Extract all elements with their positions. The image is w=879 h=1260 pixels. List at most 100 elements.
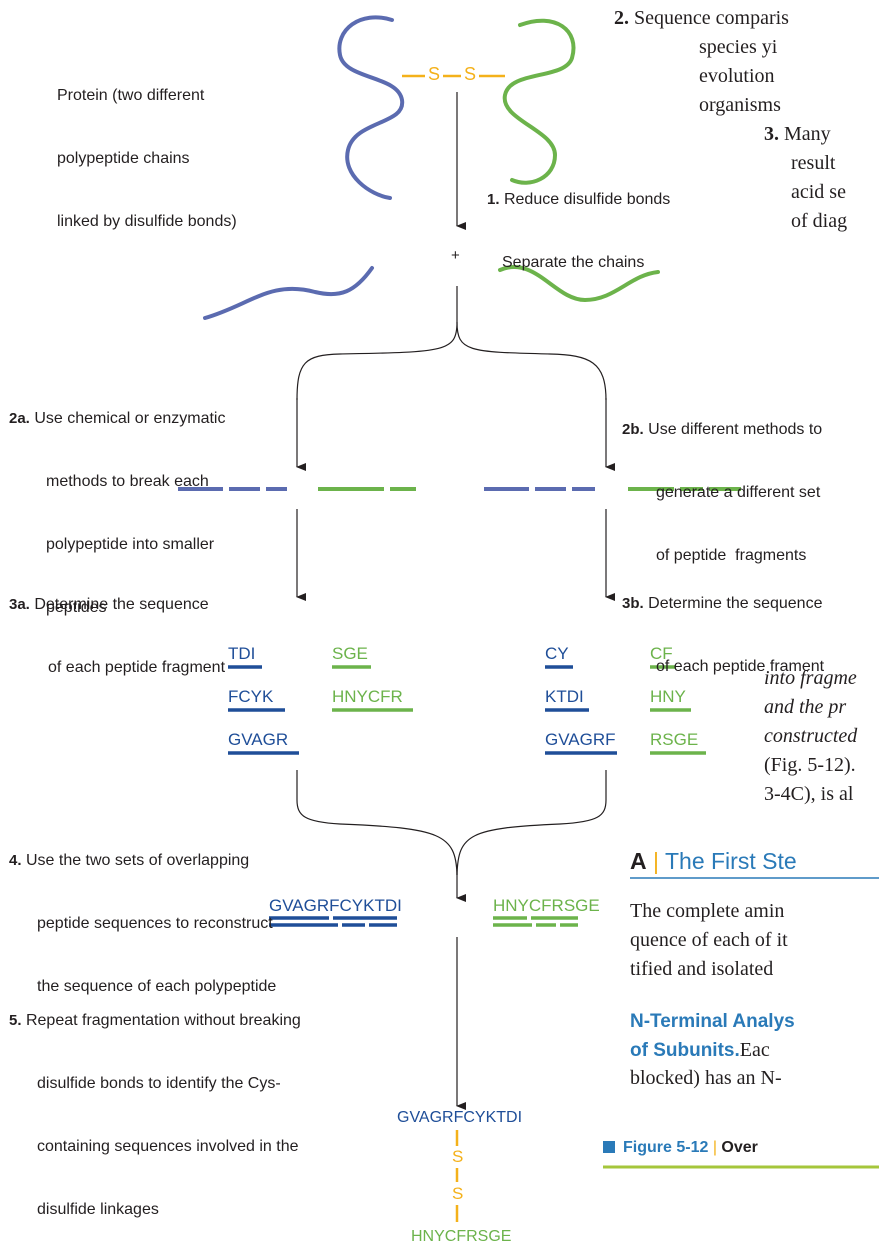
step-text: of each peptide fragment [48,659,226,676]
protein-label-line: polypeptide chains [57,150,190,167]
step-text: Use different methods to [648,421,823,438]
sulfur-label-2: S [464,64,477,84]
figure-caption: Figure 5-12 | Over [623,1137,758,1158]
item-3-line-2: result [791,152,836,174]
fragment-b-green: CF [650,644,673,663]
step-number: 3a. [9,596,30,613]
fragment-a-green: HNYCFR [332,687,403,706]
item-2-line-3: evolution [699,65,775,87]
reconstructed-green: HNYCFRSGE [493,896,600,915]
section-letter: A [630,848,647,874]
step-text: of each peptide frament [656,658,825,675]
item-3-line-3: acid se [791,181,846,203]
step-2a: 2a. Use chemical or enzymatic methods to… [9,366,225,639]
caption-square [603,1141,615,1153]
peptide-underlines-b [545,665,706,755]
figure-label: Figure 5-12 [623,1139,709,1156]
section-bar: | [653,848,659,874]
step-text: peptides [46,599,107,616]
step-text: containing sequences involved in the [37,1138,299,1155]
step-number: 4. [9,852,22,869]
final-sulfur-1: S [452,1147,464,1166]
fragment-b-green: RSGE [650,730,699,749]
step-text: generate a different set [656,484,821,501]
nterm-heading-2: of Subunits.Eac [630,1036,770,1065]
protein-chain-green [502,18,576,185]
peptide-underlines-a [228,665,413,755]
protein-label-line: Protein (two different [57,87,205,104]
fragment-a-green: SGE [332,644,368,663]
sulfur-label-1: S [428,64,441,84]
nterm-heading-1: N-Terminal Analys [630,1011,795,1032]
item-3-number: 3. [764,123,779,145]
body-italic-line: and the pr [764,696,847,718]
reconstructed-underlines [269,916,578,927]
protein-label-line: linked by disulfide bonds) [57,213,237,230]
step-text: of peptide fragments [656,547,807,564]
step-3a: 3a. Determine the sequence of each pepti… [9,552,225,699]
fragment-a-blue: FCYK [228,687,274,706]
step-text: the sequence of each polypeptide [37,978,277,995]
step-text: Repeat fragmentation without breaking [25,1012,301,1029]
figure-title: Over [721,1139,758,1156]
item-2-line-4: organisms [699,94,781,116]
fragment-b-blue: CY [545,644,569,663]
step-text: Use chemical or enzymatic [34,410,226,427]
step-2b: 2b. Use different methods to generate a … [622,377,822,587]
step-4: 4. Use the two sets of overlapping pepti… [9,808,276,1018]
item-2-line-2: species yi [699,36,778,58]
step-number: 3b. [622,595,644,612]
body-line: 3-4C), is al [764,783,854,805]
fragment-b-blue: GVAGRF [545,730,616,749]
reconstructed-blue: GVAGRFCYKTDI [269,896,402,915]
step-number: 2a. [9,410,30,427]
final-sequence-blue: GVAGRFCYKTDI [397,1109,523,1126]
item-2-line-1: 2. Sequence comparis [614,4,789,33]
final-sequence-green: HNYCFRSGE [411,1228,512,1245]
step-text: methods to break each [46,473,209,490]
final-sulfur-2: S [452,1184,464,1203]
step-text: peptide sequences to reconstruct [37,915,273,932]
item-2-number: 2. [614,7,629,29]
para-line: The complete amin [630,900,785,922]
separated-chain-blue [203,266,374,320]
step-text: disulfide linkages [37,1201,159,1218]
figure-bar: | [712,1139,717,1156]
protein-chain-blue [337,15,405,200]
item-2-text: Sequence comparis [634,7,789,29]
step-text: Reduce disulfide bonds [503,191,671,208]
separated-chain-green [498,265,660,303]
nterm-heading-text: of Subunits. [630,1040,740,1061]
fragment-a-blue: GVAGR [228,730,289,749]
para-line: quence of each of it [630,929,788,951]
nterm-body-text: Eac [739,1039,770,1061]
fragment-b-blue: KTDI [545,687,584,706]
step-3b: 3b. Determine the sequence of each pepti… [622,551,824,698]
body-italic-line: constructed [764,725,858,747]
step-5: 5. Repeat fragmentation without breaking… [9,968,301,1241]
item-3-line-1: 3. Many [764,120,831,149]
split-brace [296,321,458,401]
step-text: disulfide bonds to identify the Cys- [37,1075,281,1092]
item-3-text: Many [784,123,831,145]
nterm-body-line: blocked) has an N- [630,1067,782,1089]
item-3-line-4: of diag [791,210,848,232]
body-line: (Fig. 5-12). [764,754,856,776]
step-text: Use the two sets of overlapping [25,852,250,869]
merge-brace [296,770,458,876]
step-1: 1. Reduce disulfide bonds Separate the c… [487,147,670,294]
fragment-b-green: HNY [650,687,686,706]
step-number: 5. [9,1012,22,1029]
step-number: 2b. [622,421,644,438]
section-title: The First Ste [664,848,797,874]
step-text: Separate the chains [502,254,645,271]
body-italic-line: into fragme [764,667,857,689]
step-text: Determine the sequence [34,596,209,613]
plus-sign: + [451,247,460,264]
protein-label: Protein (two different polypeptide chain… [57,43,237,253]
fragment-a-blue: TDI [228,644,256,663]
step-text: polypeptide into smaller [46,536,215,553]
step-text: Determine the sequence [648,595,823,612]
para-line: tified and isolated [630,958,774,980]
